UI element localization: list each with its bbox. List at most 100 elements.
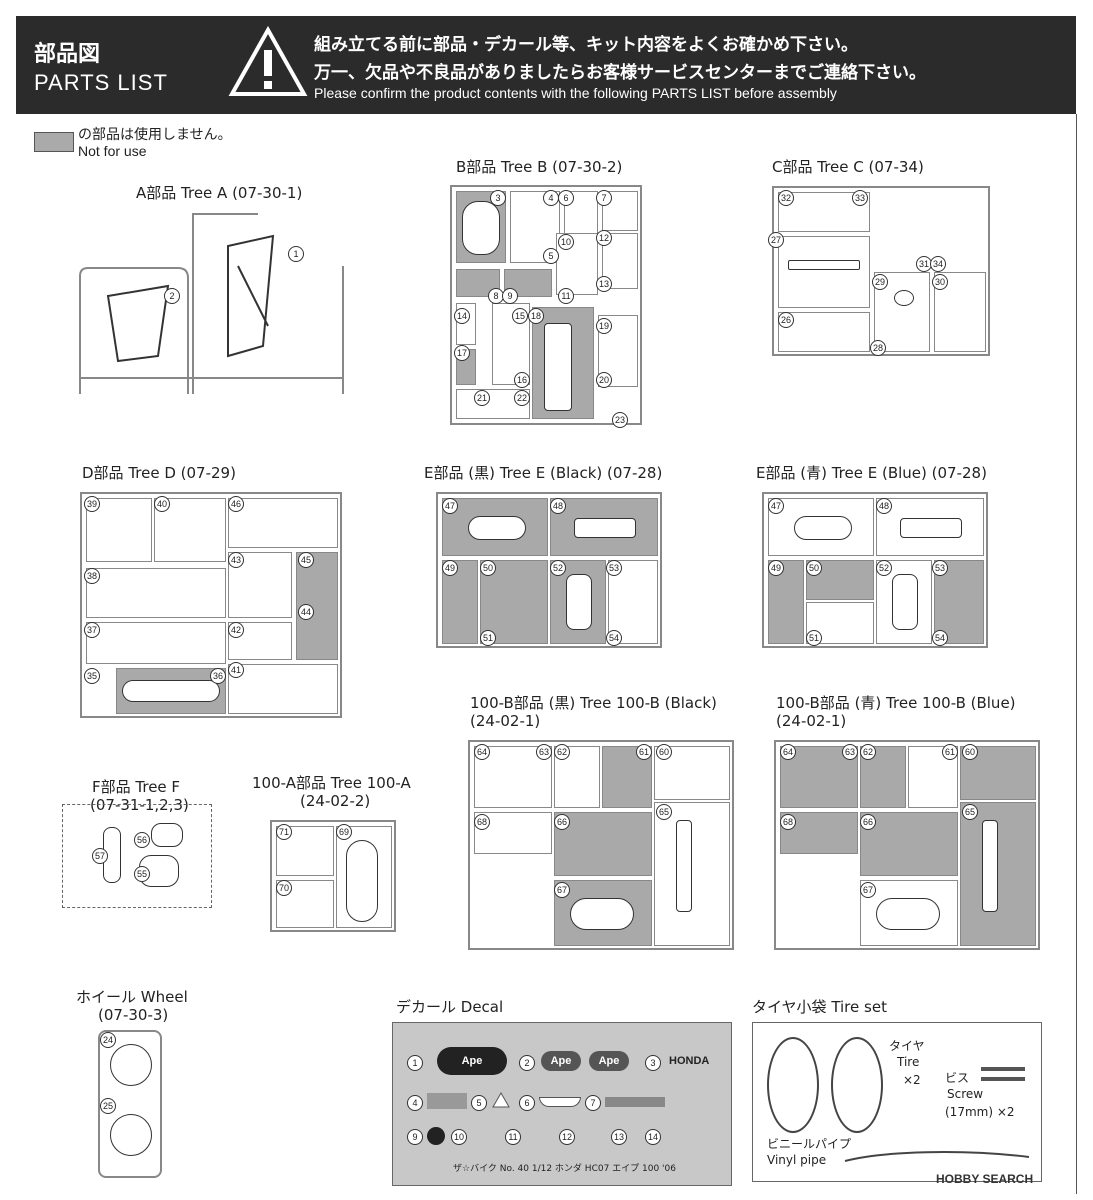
decal-number: 14 [645,1129,661,1145]
tree-100b-blue-code: (24-02-1) [776,712,847,730]
tree-e-blue-label: E部品 (青) Tree E (Blue) (07-28) [756,464,987,482]
part-cell [228,622,292,660]
decal-ape-logo: Ape [541,1051,581,1071]
part-number: 42 [228,622,244,638]
tree-e-blue-frame [762,492,988,648]
part-number: 38 [84,568,100,584]
part-number: 26 [778,312,794,328]
part-number: 37 [84,622,100,638]
part-number: 41 [228,662,244,678]
part-number: 56 [134,832,150,848]
part-number: 1 [288,246,304,262]
tree-100a-frame [270,820,396,932]
part-number: 50 [806,560,822,576]
part-number: 71 [276,824,292,840]
decal-number: 10 [451,1129,467,1145]
tree-100a-code: (24-02-2) [300,792,371,810]
decal-label: デカール Decal [396,998,504,1016]
part-number: 67 [860,882,876,898]
tire-set-frame: タイヤ Tire ×2 ビス Screw (17mm) ×2 ビニールパイプ V… [752,1022,1042,1182]
part-cell [554,812,652,876]
seat-part [462,201,500,255]
pipe-en: Vinyl pipe [767,1153,827,1167]
tire-part [831,1037,883,1133]
part-number: 45 [298,552,314,568]
decal-stripe [605,1097,665,1107]
part-number: 10 [558,234,574,250]
part-number: 15 [512,308,528,324]
part-number: 47 [768,498,784,514]
part-number: 60 [656,744,672,760]
decal-ape-logo: Ape [589,1051,629,1071]
tree-100b-blue-label: 100-B部品 (青) Tree 100-B (Blue) [776,694,1016,712]
part-number: 68 [474,814,490,830]
screw-jp: ビス [945,1071,970,1085]
tire-part [767,1037,819,1133]
parts-list-header: 部品図 PARTS LIST 組み立てる前に部品・デカール等、キット内容をよくお… [16,16,1076,114]
part-number: 52 [876,560,892,576]
part-number: 51 [806,630,822,646]
decal-number: 12 [559,1129,575,1145]
part-number: 4 [543,190,559,206]
screw-part [981,1067,1025,1071]
part-number: 47 [442,498,458,514]
chain-part [346,840,378,922]
tree-100b-black-frame [468,740,734,950]
fender-part [794,516,852,540]
part-number: 11 [558,288,574,304]
part-number: 53 [606,560,622,576]
part-number: 49 [442,560,458,576]
part-number: 36 [210,668,226,684]
decal-number: 9 [407,1129,423,1145]
part-cell [768,498,874,556]
vinyl-pipe-part [844,1151,1030,1162]
part-number: 66 [554,814,570,830]
seat-part [570,898,634,930]
part-number: 48 [876,498,892,514]
tree-d-frame [80,492,342,718]
tree-b-label: B部品 Tree B (07-30-2) [456,158,623,176]
tree-d-label: D部品 Tree D (07-29) [82,464,236,482]
tree-f-label: F部品 Tree F [92,778,181,796]
part-number: 24 [100,1032,116,1048]
part-number: 61 [942,744,958,760]
decal-number: 5 [471,1095,487,1111]
legend-en: Not for use [78,143,147,159]
part-number: 51 [480,630,496,646]
part-number: 48 [550,498,566,514]
tree-e-black-label: E部品 (黒) Tree E (Black) (07-28) [424,464,663,482]
unused-swatch [34,132,74,152]
part-number: 29 [872,274,888,290]
decal-triangle-icon [492,1091,510,1108]
title-en: PARTS LIST [34,70,168,95]
part-number: 64 [780,744,796,760]
part-cell [860,812,958,876]
part-number: 2 [164,288,180,304]
part-number: 68 [780,814,796,830]
warning-line-en: Please confirm the product contents with… [314,85,837,101]
part-number: 49 [768,560,784,576]
decal-number: 1 [407,1055,423,1071]
round-part [894,290,914,306]
part-number: 20 [596,372,612,388]
part-number: 32 [778,190,794,206]
part-number: 69 [336,824,352,840]
part-number: 5 [543,248,559,264]
part-number: 52 [550,560,566,576]
part-number: 54 [606,630,622,646]
part-number: 43 [228,552,244,568]
part-number: 46 [228,496,244,512]
part-number: 6 [558,190,574,206]
part-number: 61 [636,744,652,760]
wheel-label: ホイール Wheel [76,988,188,1006]
decal-stripe [427,1093,467,1109]
tree-a-sprue [79,213,344,394]
watermark: HOBBY SEARCH [936,1172,1034,1186]
part-number: 25 [100,1098,116,1114]
part-number: 22 [514,390,530,406]
part-number: 62 [554,744,570,760]
part-number: 55 [134,866,150,882]
part-number: 65 [962,804,978,820]
part-cell [442,498,548,556]
part-number: 63 [536,744,552,760]
